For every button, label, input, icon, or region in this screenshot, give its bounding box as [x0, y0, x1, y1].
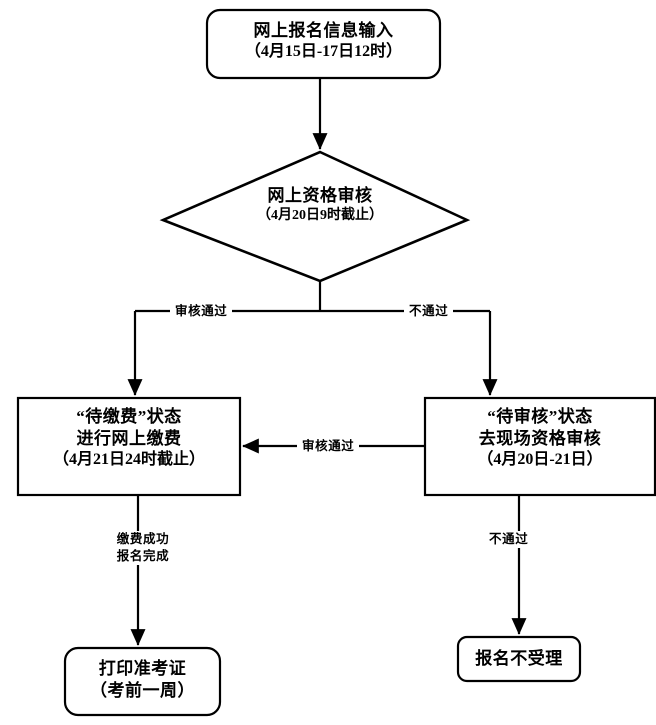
- node-print-admission-ticket[interactable]: [63, 646, 222, 717]
- edge-label-onsite-review-failed: 不通过: [484, 531, 534, 548]
- node-label-print-admission-ticket: 打印准考证 （考前一周）: [90, 659, 195, 701]
- node-label-pending-payment: “待缴费”状态 进行网上缴费 （4月21日24时截止）: [52, 407, 205, 469]
- node-label-online-qualification-review: 网上资格审核 （4月20日9时截止）: [257, 186, 383, 224]
- edge-label-review-passed-left: 审核通过: [170, 303, 233, 320]
- edge-label-onsite-review-passed: 审核通过: [297, 438, 360, 455]
- edge-label-review-failed-right: 不通过: [404, 303, 454, 320]
- node-registration-rejected[interactable]: [456, 635, 582, 683]
- node-pending-payment[interactable]: [16, 396, 242, 497]
- node-label-online-registration-input: 网上报名信息输入 （4月15日-17日12时）: [244, 21, 403, 61]
- node-label-pending-review: “待审核”状态 去现场资格审核 （4月20日-21日）: [477, 407, 603, 469]
- node-online-registration-input[interactable]: [205, 8, 442, 80]
- edge-label-payment-success: 缴费成功 报名完成: [96, 531, 190, 565]
- node-label-registration-rejected: 报名不受理: [475, 649, 563, 668]
